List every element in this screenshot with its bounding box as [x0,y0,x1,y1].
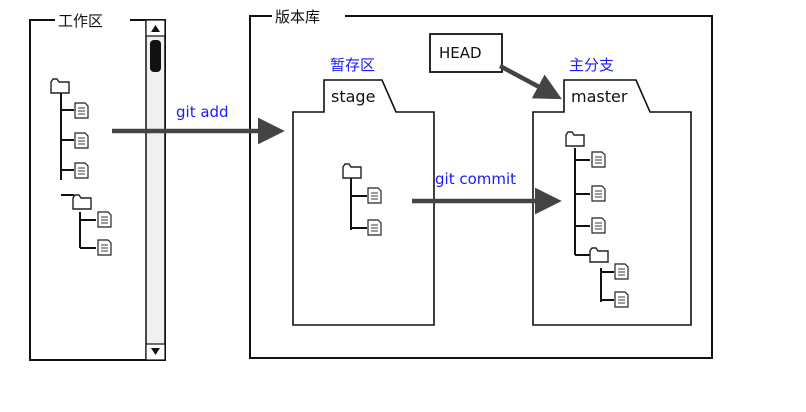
file-icon [74,162,89,179]
file-icon [97,239,112,256]
file-icon [614,291,629,308]
triangle-up-icon[interactable] [151,25,160,32]
file-icon [367,187,382,204]
workspace-file-tree [60,93,96,249]
file-icon [591,151,606,168]
stage-area: stage 暂存区 [292,56,435,326]
head-pointer: HEAD [429,33,503,73]
triangle-down-icon[interactable] [151,348,160,355]
repository-title: 版本库 [275,8,320,26]
stage-tab-label: stage [331,87,375,106]
master-branch-area: master 主分支 [532,56,692,326]
head-label: HEAD [439,44,482,62]
master-file-tree [574,148,614,302]
scrollbar[interactable] [145,19,166,361]
folder-icon [72,194,92,210]
git-add-arrow: git add [112,103,285,145]
stage-file-tree [350,178,367,230]
git-commit-label: git commit [435,170,516,188]
git-add-label: git add [176,103,229,121]
file-icon [591,185,606,202]
head-arrow [498,64,562,100]
scrollbar-thumb[interactable] [150,40,161,72]
file-icon [614,263,629,280]
folder-icon [50,78,70,94]
repository-frame: 版本库 [249,8,713,359]
branch-caption: 主分支 [569,56,614,74]
file-icon [74,102,89,119]
git-commit-arrow: git commit [412,170,562,215]
stage-caption: 暂存区 [330,56,375,74]
master-tab-label: master [571,87,628,106]
file-icon [74,132,89,149]
file-icon [97,211,112,228]
workspace-title: 工作区 [58,12,103,30]
file-icon [591,217,606,234]
workspace-frame: 工作区 [29,12,166,361]
file-icon [367,219,382,236]
